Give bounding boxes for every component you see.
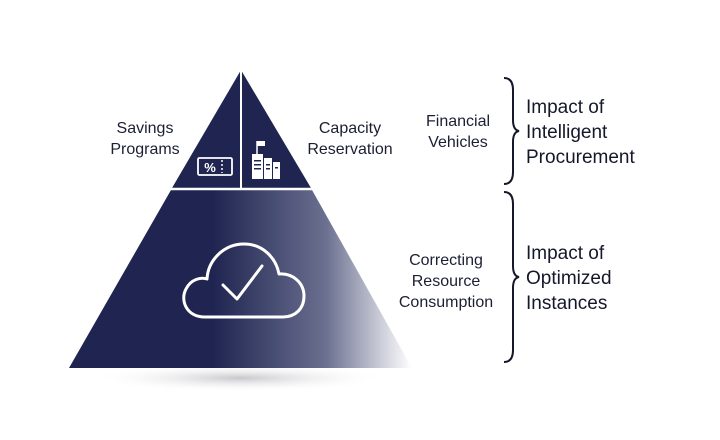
correcting-line-1: Correcting xyxy=(409,252,483,269)
impact-procurement-line-1: Impact of xyxy=(526,97,605,118)
upper-brace xyxy=(503,77,520,185)
impact-procurement-line-2: Intelligent xyxy=(526,122,608,143)
savings-programs-line-1: Savings xyxy=(116,120,174,137)
financial-vehicles-line-2: Vehicles xyxy=(428,134,488,151)
savings-programs-line-2: Programs xyxy=(110,141,180,158)
financial-vehicles-line-1: Financial xyxy=(425,113,491,130)
lower-brace xyxy=(503,191,520,363)
correcting-line-2: Resource xyxy=(411,273,481,290)
impact-instances-line-3: Instances xyxy=(526,293,608,314)
percent-coupon-icon: % xyxy=(197,157,233,176)
correcting-resource-label: Correcting Resource Consumption xyxy=(384,250,508,313)
capacity-reservation-line-2: Reservation xyxy=(307,141,393,158)
pyramid-bottom-tier xyxy=(69,190,412,368)
impact-instances-line-2: Optimized xyxy=(526,268,612,289)
impact-instances-label: Impact of Optimized Instances xyxy=(526,241,706,316)
impact-procurement-line-3: Procurement xyxy=(526,147,635,168)
capacity-reservation-label: Capacity Reservation xyxy=(298,118,402,160)
impact-instances-line-1: Impact of xyxy=(526,243,605,264)
pyramid-shadow xyxy=(90,364,390,392)
impact-procurement-label: Impact of Intelligent Procurement xyxy=(526,95,706,170)
financial-vehicles-label: Financial Vehicles xyxy=(410,111,506,153)
percent-glyph: % xyxy=(204,160,216,175)
capacity-reservation-line-1: Capacity xyxy=(318,120,382,137)
server-rack-icon xyxy=(252,141,280,179)
cloud-check-icon xyxy=(182,242,306,319)
savings-programs-label: Savings Programs xyxy=(102,118,188,160)
correcting-line-3: Consumption xyxy=(398,294,494,311)
